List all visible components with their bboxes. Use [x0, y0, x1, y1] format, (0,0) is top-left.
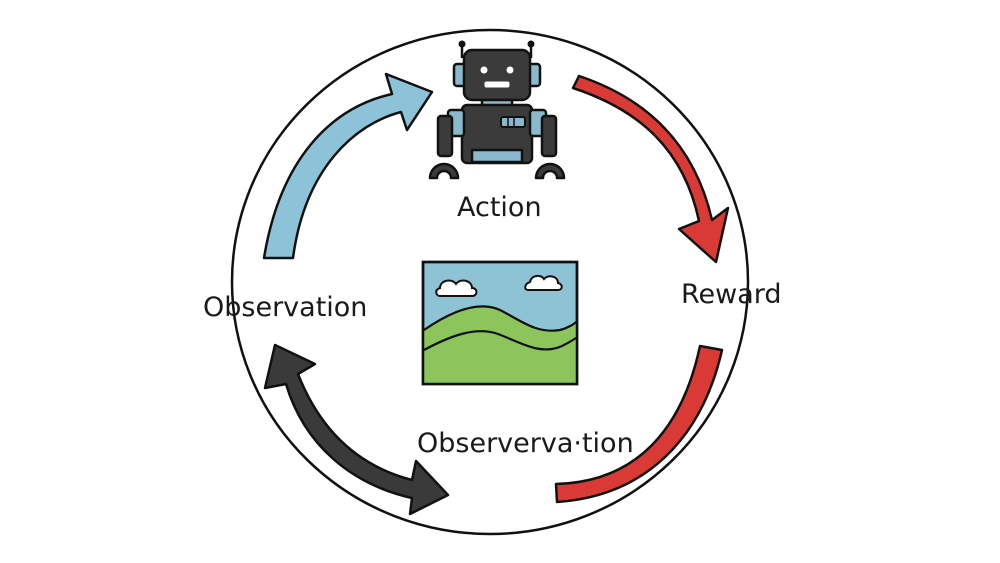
- cloud-left: [435, 279, 478, 297]
- arrow-action-to-reward: [571, 74, 730, 264]
- arrow-observation-loop: [263, 343, 450, 516]
- robot-arm-left: [436, 114, 454, 158]
- robot-eye-right: [506, 66, 514, 74]
- robot-arm-right: [540, 114, 558, 158]
- label-observation-bottom: Observerva·tion: [417, 428, 634, 459]
- landscape-picture-icon: [421, 260, 579, 386]
- robot-waist: [470, 148, 524, 164]
- robot-chest-panel: [500, 116, 526, 128]
- cloud-right: [524, 274, 563, 291]
- label-observation-left: Observation: [203, 292, 368, 323]
- picture-hills: [424, 306, 576, 383]
- arrow-observation-to-action: [262, 72, 434, 260]
- robot-gripper-left: [428, 162, 460, 180]
- robot-icon: [428, 40, 566, 180]
- robot-eye-left: [480, 66, 488, 74]
- robot-gripper-right: [534, 162, 566, 180]
- robot-head: [462, 48, 532, 102]
- cycle-ring: [230, 28, 750, 536]
- label-action: Action: [457, 192, 542, 223]
- robot-mouth: [484, 81, 510, 88]
- arc-reward-to-observation: [554, 344, 724, 504]
- label-reward: Reward: [681, 279, 782, 310]
